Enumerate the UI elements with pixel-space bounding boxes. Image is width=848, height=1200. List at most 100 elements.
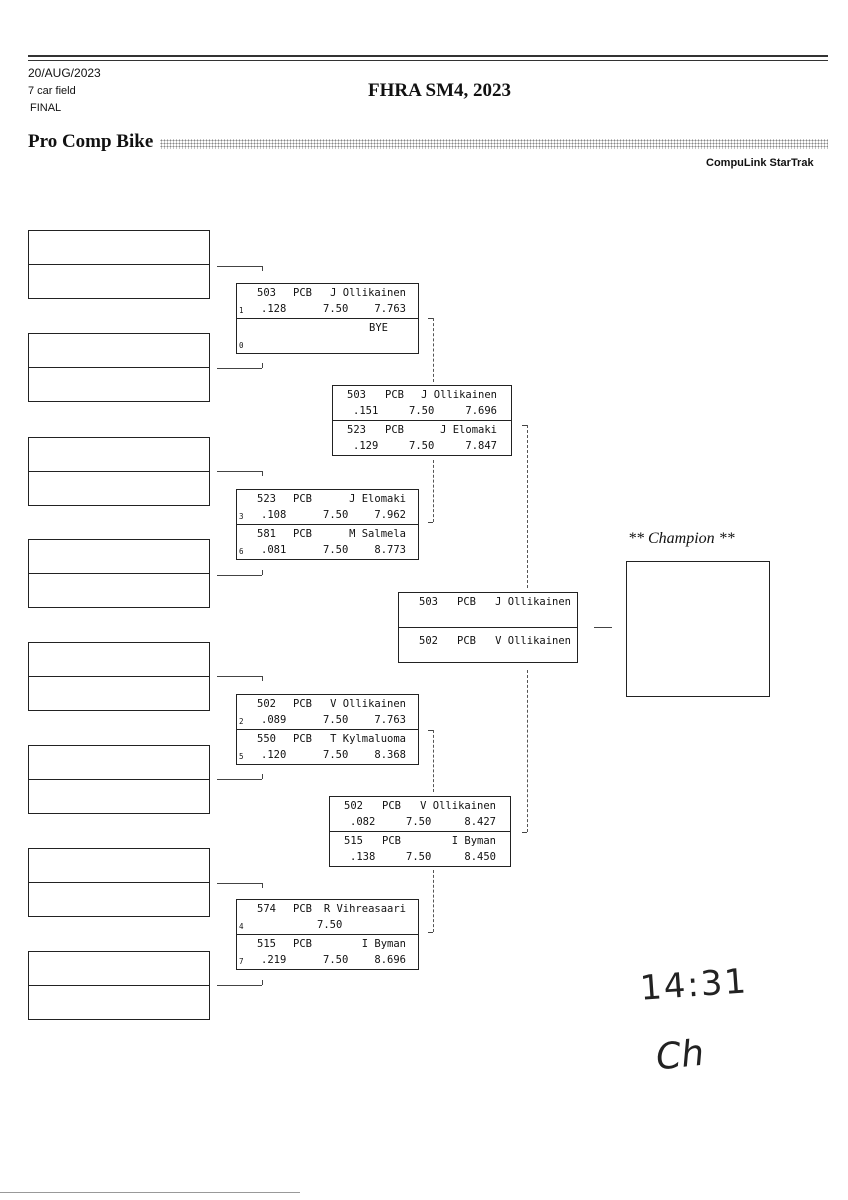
- round1-match2: 523 PCB J Elomaki 3 .108 7.50 7.962 581 …: [236, 489, 419, 560]
- car-class: PCB: [293, 493, 312, 505]
- car-number: 503: [257, 287, 276, 299]
- round-label: FINAL: [30, 102, 62, 114]
- connector-line: [217, 883, 262, 884]
- handwritten-initials: Ch: [653, 1032, 706, 1079]
- dial-in: 7.50: [323, 509, 349, 521]
- champion-box: [626, 561, 770, 697]
- connector-line: [217, 266, 262, 267]
- empty-entry-box: [28, 848, 210, 917]
- connector-line: [262, 471, 263, 476]
- car-class: PCB: [293, 938, 312, 950]
- match-entry-bottom: 502 PCB V Ollikainen: [399, 627, 577, 662]
- car-class: PCB: [385, 424, 404, 436]
- elapsed-time: 8.450: [464, 851, 496, 863]
- car-class: PCB: [293, 903, 312, 915]
- car-class: PCB: [293, 733, 312, 745]
- bracket-connector: [527, 670, 528, 832]
- dial-in: 7.50: [323, 303, 349, 315]
- connector-line: [262, 676, 263, 681]
- elapsed-time: 7.962: [374, 509, 406, 521]
- dial-in: 7.50: [323, 714, 349, 726]
- racer-name: J Ollikainen: [495, 596, 571, 608]
- racer-name: I Byman: [451, 835, 496, 847]
- software-label: CompuLink StarTrak: [706, 157, 814, 169]
- racer-name: J Ollikainen: [330, 287, 406, 299]
- car-number: 502: [419, 635, 438, 647]
- match-entry-top: 502 PCB V Ollikainen 2 .089 7.50 7.763: [237, 695, 418, 729]
- elapsed-time: 8.773: [374, 544, 406, 556]
- handwritten-time: 14:31: [638, 961, 750, 1009]
- dial-in: 7.50: [323, 749, 349, 761]
- bracket-tick: [428, 522, 433, 523]
- dial-in: 7.50: [323, 954, 349, 966]
- connector-line: [262, 363, 263, 368]
- connector-line: [217, 985, 262, 986]
- seed-number: 0: [239, 341, 244, 350]
- bracket-connector: [433, 730, 434, 792]
- empty-entry-box: [28, 539, 210, 608]
- class-title-leader: [160, 139, 828, 149]
- match-entry-bottom: 515 PCB I Byman .138 7.50 8.450: [330, 831, 510, 866]
- connector-line: [217, 368, 262, 369]
- reaction-time: .120: [261, 749, 287, 761]
- racer-name: V Ollikainen: [330, 698, 406, 710]
- match-entry-bottom: 550 PCB T Kylmaluoma 5 .120 7.50 8.368: [237, 729, 418, 764]
- bracket-tick: [428, 932, 433, 933]
- round2-match2: 502 PCB V Ollikainen .082 7.50 8.427 515…: [329, 796, 511, 867]
- car-class: PCB: [457, 635, 476, 647]
- elapsed-time: 7.696: [465, 405, 497, 417]
- connector-line: [217, 575, 262, 576]
- car-number: 503: [347, 389, 366, 401]
- footer-rule: [0, 1192, 300, 1193]
- dial-in: 7.50: [409, 405, 435, 417]
- car-number: 503: [419, 596, 438, 608]
- car-number: 515: [344, 835, 363, 847]
- match-entry-top: 523 PCB J Elomaki 3 .108 7.50 7.962: [237, 490, 418, 524]
- dial-in: 7.50: [409, 440, 435, 452]
- empty-entry-box: [28, 230, 210, 299]
- field-size: 7 car field: [28, 85, 76, 97]
- match-entry-top: 574 PCB R Vihreasaari 4 7.50: [237, 900, 418, 934]
- final-match: 503 PCB J Ollikainen 502 PCB V Ollikaine…: [398, 592, 578, 663]
- match-entry-bottom: BYE 0: [237, 318, 418, 353]
- connector-line: [262, 570, 263, 575]
- header-rule-thick: [28, 55, 828, 57]
- car-number: 550: [257, 733, 276, 745]
- empty-entry-box: [28, 642, 210, 711]
- racer-name: V Ollikainen: [495, 635, 571, 647]
- match-entry-bottom: 523 PCB J Elomaki .129 7.50 7.847: [333, 420, 511, 455]
- seed-number: 6: [239, 547, 244, 556]
- seed-number: 1: [239, 306, 244, 315]
- empty-entry-box: [28, 333, 210, 402]
- reaction-time: .108: [261, 509, 287, 521]
- racer-name: V Ollikainen: [420, 800, 496, 812]
- reaction-time: .081: [261, 544, 287, 556]
- bracket-connector: [433, 318, 434, 382]
- car-number: 581: [257, 528, 276, 540]
- match-entry-bottom: 581 PCB M Salmela 6 .081 7.50 8.773: [237, 524, 418, 559]
- header-rule-thin: [28, 60, 828, 61]
- bracket-tick: [522, 832, 527, 833]
- reaction-time: .089: [261, 714, 287, 726]
- round2-match1: 503 PCB J Ollikainen .151 7.50 7.696 523…: [332, 385, 512, 456]
- event-date: 20/AUG/2023: [28, 66, 101, 80]
- empty-entry-box: [28, 745, 210, 814]
- connector-line: [262, 266, 263, 271]
- elapsed-time: 7.763: [374, 303, 406, 315]
- racer-name: J Elomaki: [440, 424, 497, 436]
- seed-number: 2: [239, 717, 244, 726]
- class-title: Pro Comp Bike: [28, 131, 154, 152]
- dial-in: 7.50: [317, 919, 343, 931]
- round1-match3: 502 PCB V Ollikainen 2 .089 7.50 7.763 5…: [236, 694, 419, 765]
- car-class: PCB: [457, 596, 476, 608]
- racer-name: I Byman: [361, 938, 406, 950]
- reaction-time: .219: [261, 954, 287, 966]
- car-class: PCB: [382, 800, 401, 812]
- elapsed-time: 7.763: [374, 714, 406, 726]
- reaction-time: .151: [353, 405, 379, 417]
- champion-label: ** Champion **: [628, 530, 735, 547]
- match-entry-top: 503 PCB J Ollikainen 1 .128 7.50 7.763: [237, 284, 418, 318]
- dial-in: 7.50: [323, 544, 349, 556]
- bracket-tick: [428, 318, 433, 319]
- connector-line: [217, 779, 262, 780]
